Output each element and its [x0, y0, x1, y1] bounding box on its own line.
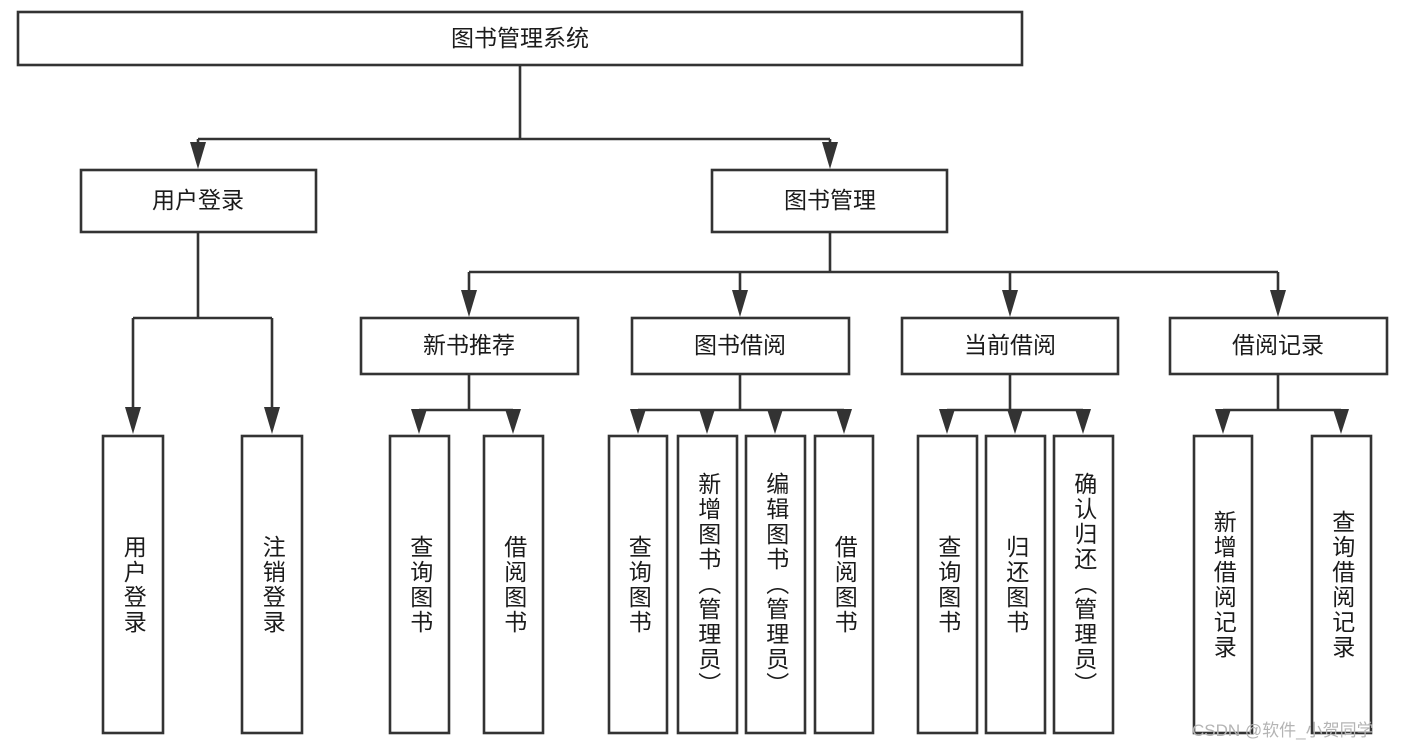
- node-borrow-record-box[interactable]: [1168, 316, 1389, 376]
- arrow-head-icon: [767, 409, 783, 434]
- arrow-head-icon: [264, 407, 280, 434]
- leaf-box-query-book-current[interactable]: [916, 434, 979, 735]
- node-book-borrow-box[interactable]: [630, 316, 851, 376]
- arrow-head-icon: [1215, 409, 1231, 434]
- node-user-login[interactable]: 用户登录: [79, 168, 318, 234]
- arrow-head-icon: [732, 290, 748, 317]
- edge-group-book-borrow-to-leaves: [630, 374, 852, 434]
- node-borrow-record-label: 借阅记录: [1232, 332, 1324, 358]
- edge-group-root-to-level2: [190, 65, 838, 169]
- edge-group-new-book-rec-to-leaves: [411, 374, 521, 434]
- node-book-management-box[interactable]: [710, 168, 949, 234]
- leaf-box-query-borrow-record[interactable]: [1310, 434, 1373, 735]
- edge-group-current-borrow-to-leaves: [939, 374, 1091, 434]
- node-current-borrow-label: 当前借阅: [964, 332, 1056, 358]
- edge-group-user-login-to-leaves: [125, 232, 280, 434]
- leaf-box-query-book-rec[interactable]: [388, 434, 451, 735]
- node-root-label: 图书管理系统: [451, 25, 589, 51]
- leaf-box-user-login[interactable]: [101, 434, 165, 735]
- arrow-head-icon: [1007, 409, 1023, 434]
- leaf-box-confirm-return-admin[interactable]: [1052, 434, 1115, 735]
- leaf-box-logout[interactable]: [240, 434, 304, 735]
- node-borrow-record[interactable]: 借阅记录: [1168, 316, 1389, 376]
- node-current-borrow-box[interactable]: [900, 316, 1120, 376]
- node-book-management[interactable]: 图书管理: [710, 168, 949, 234]
- node-user-login-label: 用户登录: [152, 187, 244, 213]
- arrow-head-icon: [1075, 409, 1091, 434]
- leaf-boxes: [101, 434, 1373, 735]
- leaf-box-query-book-borrow[interactable]: [607, 434, 669, 735]
- leaf-box-add-book-admin[interactable]: [676, 434, 739, 735]
- edge-group-borrow-record-to-leaves: [1215, 374, 1349, 434]
- arrow-head-icon: [125, 407, 141, 434]
- arrow-head-icon: [822, 142, 838, 169]
- arrow-head-icon: [461, 290, 477, 317]
- watermark-text: CSDN @软件_小贺同学: [1192, 721, 1374, 740]
- arrow-head-icon: [630, 409, 646, 434]
- node-root-box[interactable]: [16, 10, 1024, 67]
- node-book-management-label: 图书管理: [784, 187, 876, 213]
- leaf-box-edit-book-admin[interactable]: [744, 434, 807, 735]
- leaf-box-borrow-book-rec[interactable]: [482, 434, 545, 735]
- node-new-book-recommend-box[interactable]: [359, 316, 580, 376]
- node-current-borrow[interactable]: 当前借阅: [900, 316, 1120, 376]
- arrow-head-icon: [190, 142, 206, 169]
- leaf-box-add-borrow-record[interactable]: [1192, 434, 1254, 735]
- arrow-head-icon: [411, 409, 427, 434]
- arrow-head-icon: [1270, 290, 1286, 317]
- arrow-head-icon: [939, 409, 955, 434]
- node-book-borrow[interactable]: 图书借阅: [630, 316, 851, 376]
- node-new-book-recommend[interactable]: 新书推荐: [359, 316, 580, 376]
- node-root[interactable]: 图书管理系统: [16, 10, 1024, 67]
- arrow-head-icon: [836, 409, 852, 434]
- node-new-book-recommend-label: 新书推荐: [423, 332, 515, 358]
- node-user-login-box[interactable]: [79, 168, 318, 234]
- edge-group-book-mgmt-to-level3: [461, 232, 1286, 317]
- node-book-borrow-label: 图书借阅: [694, 332, 786, 358]
- arrow-head-icon: [699, 409, 715, 434]
- arrow-head-icon: [505, 409, 521, 434]
- leaf-box-borrow-book[interactable]: [813, 434, 875, 735]
- arrow-head-icon: [1002, 290, 1018, 317]
- leaf-box-return-book[interactable]: [984, 434, 1047, 735]
- arrow-head-icon: [1333, 409, 1349, 434]
